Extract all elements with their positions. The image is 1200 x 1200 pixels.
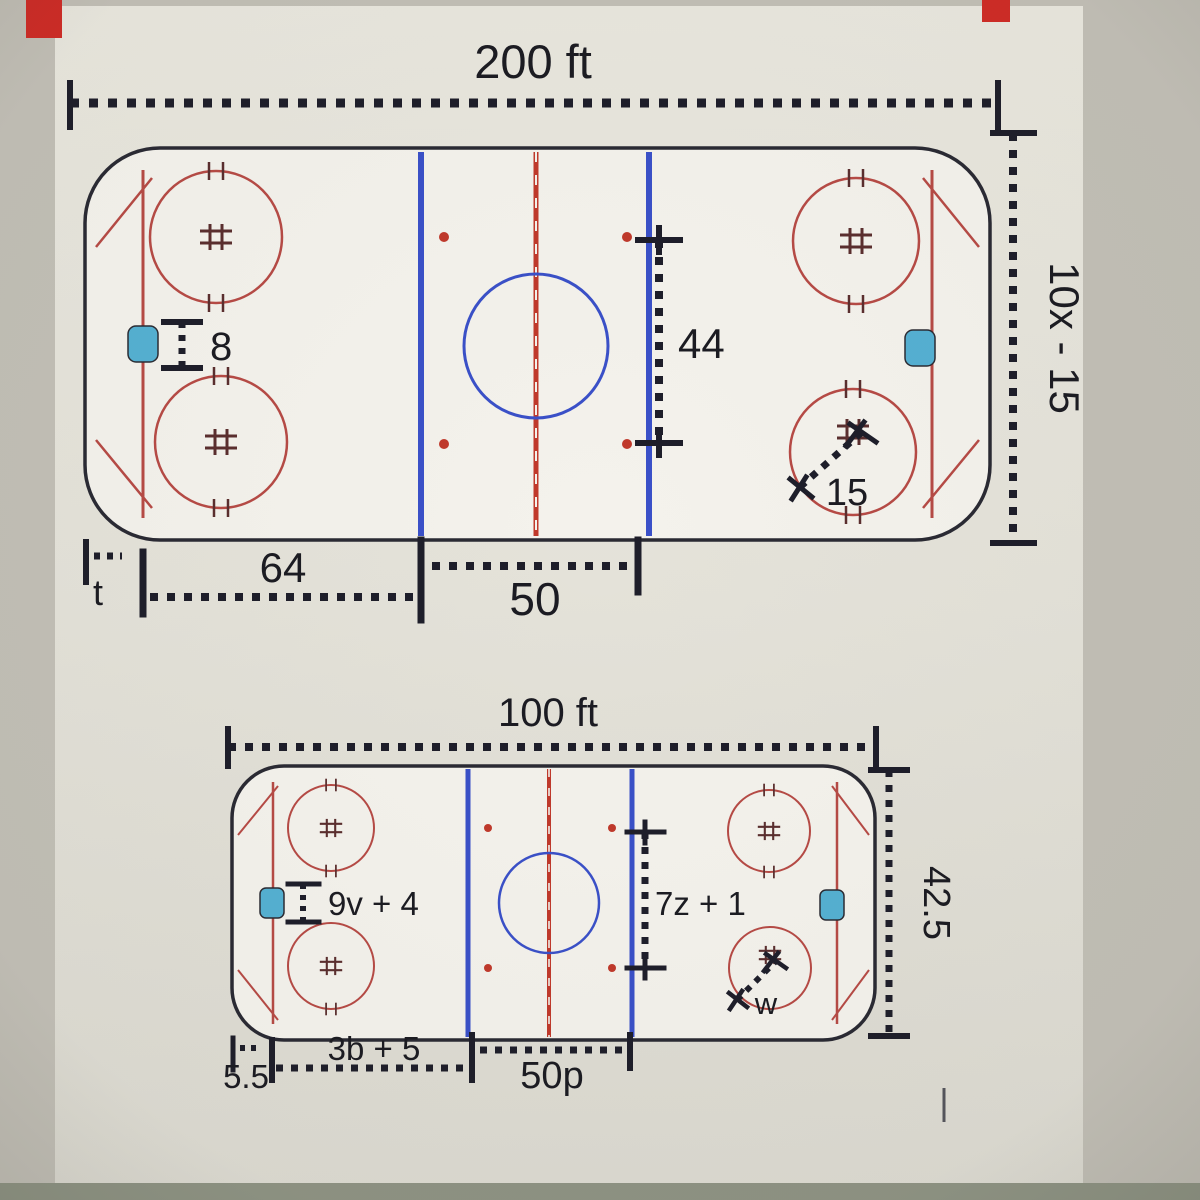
bottom-circle-label: w: [754, 986, 778, 1021]
bottom-bottom-left-label: 3b + 5: [328, 1030, 421, 1067]
top-corner-label: t: [93, 572, 103, 613]
top-bottom-center-label: 50: [509, 573, 560, 625]
bottom-bottom-center-label: 50p: [520, 1055, 583, 1097]
bottom-goal-label: 9v + 4: [328, 885, 419, 922]
bottom-edge-strip: [0, 1183, 1200, 1200]
top-goal-label: 8: [210, 325, 232, 369]
bottom-corner-label: 5.5: [223, 1058, 269, 1095]
bottom-side-label: 42.5: [915, 866, 957, 940]
bottom-blue-line-label: 7z + 1: [655, 885, 746, 922]
top-goal-crease-left: [127, 325, 159, 363]
bottom-width-label: 100 ft: [498, 691, 598, 735]
top-goal-crease-right: [904, 329, 936, 367]
top-side-label: 10x - 15: [1041, 262, 1088, 414]
bottom-goal-crease-right: [819, 889, 845, 921]
bottom-goal-crease-left: [259, 887, 285, 919]
top-circle-label: 15: [826, 472, 868, 514]
top-width-label: 200 ft: [474, 35, 592, 88]
red-corner-marker-right: [982, 0, 1010, 22]
top-bottom-left-label: 64: [260, 544, 307, 591]
red-corner-marker-left: [26, 0, 62, 38]
top-blue-line-label: 44: [678, 320, 725, 367]
